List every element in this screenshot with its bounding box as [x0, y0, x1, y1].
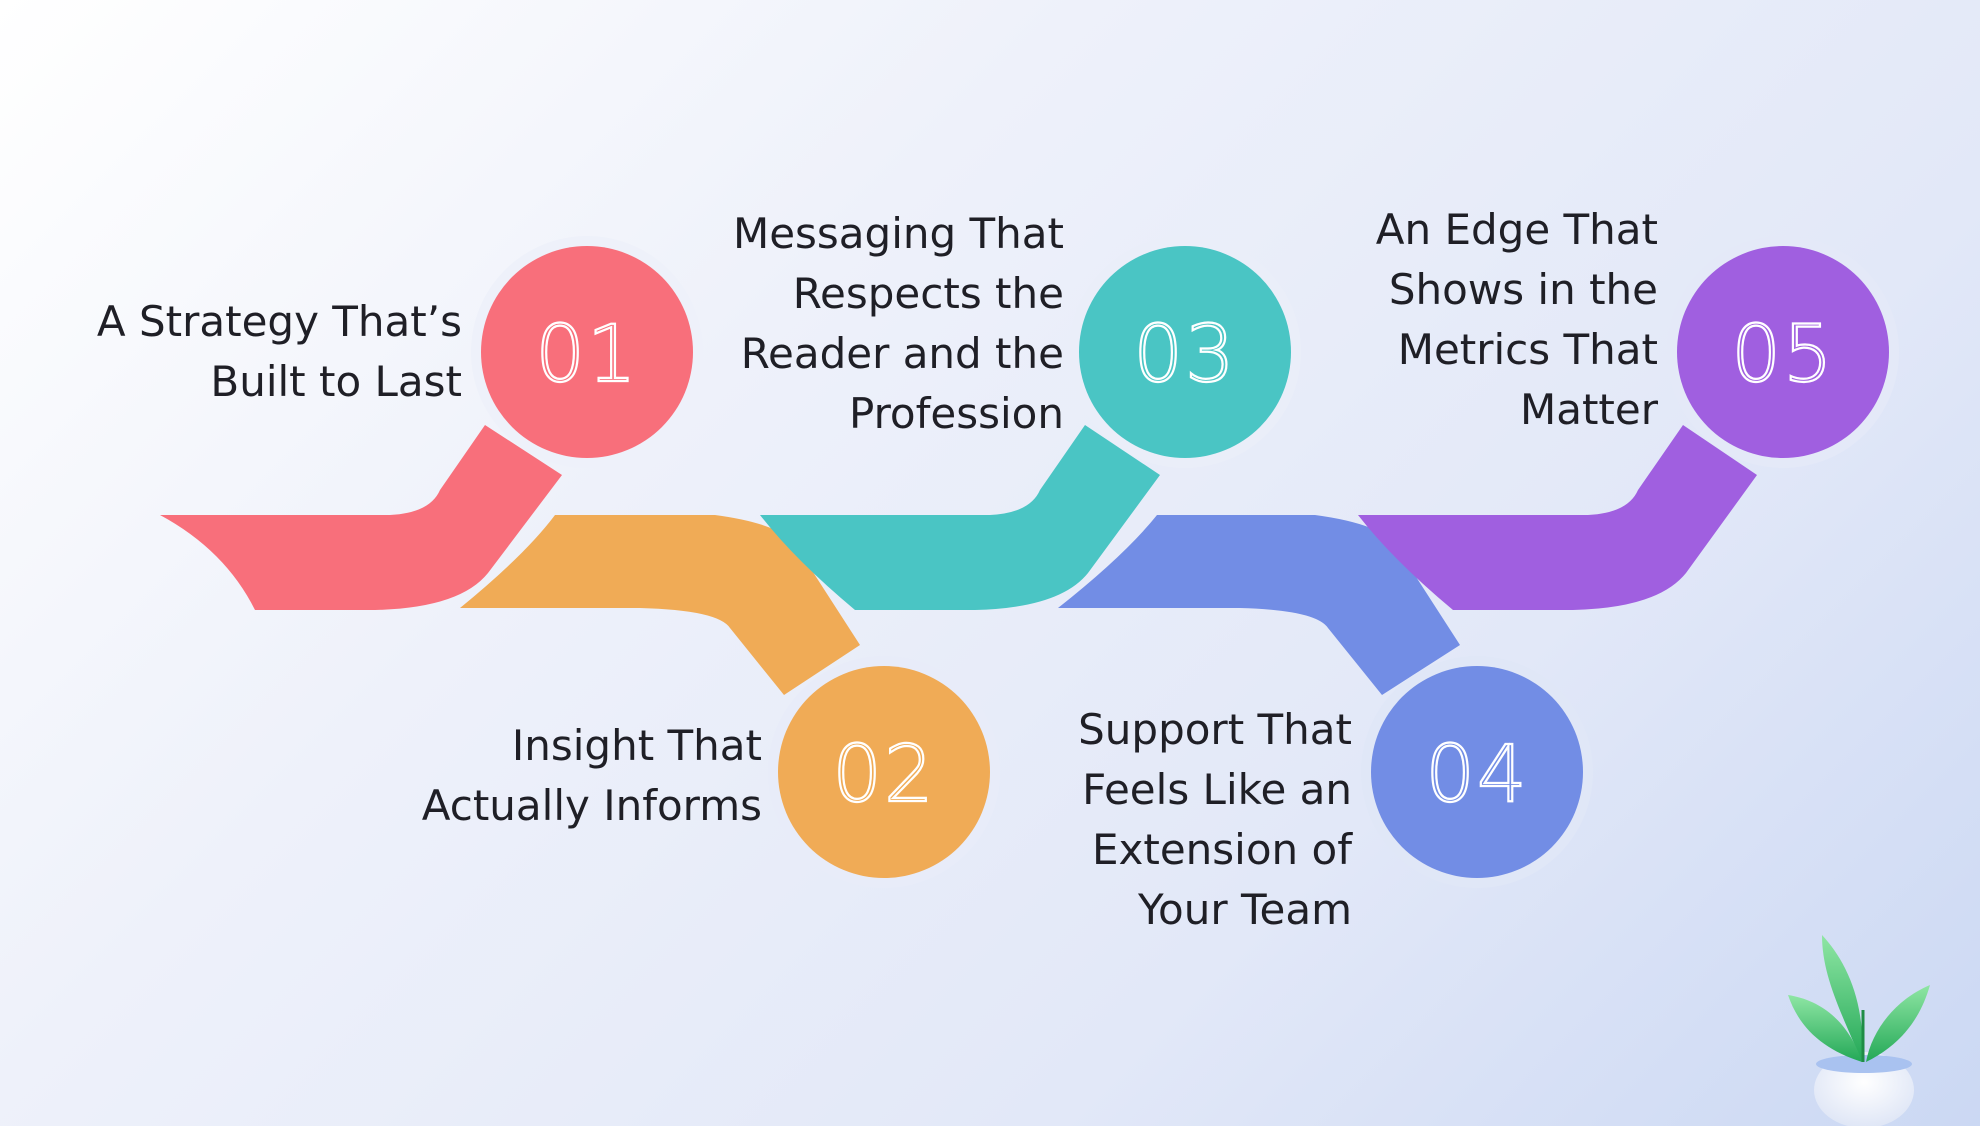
step-04-label: Support That Feels Like an Extension of … [1078, 705, 1352, 934]
step-04-number: 04 [1425, 730, 1528, 820]
step-01-label: A Strategy That’s Built to Last [96, 297, 462, 406]
step-05-label: An Edge That Shows in the Metrics That M… [1375, 205, 1658, 434]
plant-sprout-icon [1788, 935, 1930, 1126]
step-02-number: 02 [832, 730, 935, 820]
step-02-label: Insight That Actually Informs [421, 721, 762, 830]
step-05-number: 05 [1731, 310, 1834, 400]
ribbon-01 [160, 425, 562, 610]
ribbon-04 [1058, 515, 1460, 695]
step-02-marker: 02 [768, 656, 1000, 888]
step-05-marker: 05 [1667, 236, 1899, 468]
ribbon-03 [760, 425, 1160, 610]
ribbon-05 [1358, 425, 1757, 610]
step-03-number: 03 [1133, 310, 1236, 400]
step-03-label: Messaging That Respects the Reader and t… [732, 209, 1064, 438]
ribbon-02 [460, 515, 860, 695]
step-04-marker: 04 [1361, 656, 1593, 888]
step-03-marker: 03 [1069, 236, 1301, 468]
step-01-number: 01 [535, 310, 638, 400]
step-01-marker: 01 [471, 236, 703, 468]
